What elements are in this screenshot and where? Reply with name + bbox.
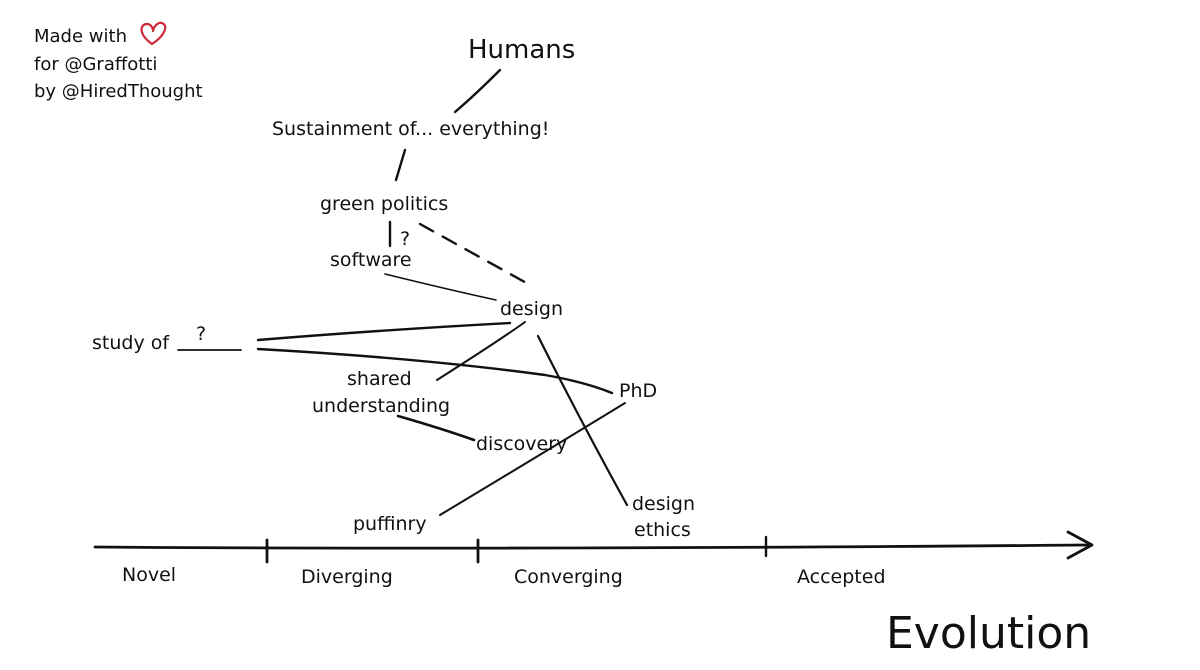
- axis-line: [93, 543, 1090, 550]
- node-study-of: study of: [92, 332, 170, 354]
- link-design-design-ethics: [536, 334, 629, 507]
- links: [256, 68, 629, 516]
- node-discovery: discovery: [476, 433, 567, 455]
- link-study-design: [256, 321, 512, 342]
- stage-converging: Converging: [514, 566, 623, 588]
- axis-arrowhead: [1066, 530, 1094, 560]
- node-design-ethics-line2: ethics: [634, 519, 691, 541]
- node-understanding: understanding: [312, 395, 450, 417]
- node-software: software: [330, 249, 412, 271]
- heart-icon: [140, 21, 167, 46]
- node-question-mark: ?: [400, 228, 410, 250]
- node-design-ethics-line1: design: [632, 493, 695, 515]
- node-sustainment: Sustainment of... everything!: [272, 118, 549, 140]
- link-shared-discovery: [396, 414, 476, 442]
- node-green-politics: green politics: [320, 193, 448, 215]
- stage-accepted: Accepted: [797, 566, 886, 588]
- credit-block: Made with for @Graffotti by @HiredThough…: [34, 21, 203, 102]
- nodes: Humans Sustainment of... everything! gre…: [92, 35, 695, 541]
- stage-diverging: Diverging: [301, 566, 393, 588]
- link-phd-puffinry: [439, 402, 626, 516]
- link-shared-design: [436, 321, 526, 381]
- node-design: design: [500, 298, 563, 320]
- evolution-axis: Novel Diverging Converging Accepted Evol…: [93, 530, 1094, 659]
- node-humans: Humans: [468, 35, 575, 65]
- node-shared: shared: [347, 368, 412, 390]
- credit-line-hiredthought: by @HiredThought: [34, 81, 203, 102]
- axis-label-evolution: Evolution: [886, 608, 1091, 659]
- stage-novel: Novel: [122, 564, 176, 586]
- node-phd: PhD: [619, 380, 657, 402]
- credit-line-made-with: Made with: [34, 26, 127, 47]
- node-study-of-question: ?: [196, 323, 206, 345]
- node-puffinry: puffinry: [353, 513, 427, 535]
- link-green-politics-design-dashed: [418, 222, 532, 287]
- link-sustainment-green-politics: [394, 148, 407, 182]
- link-humans-sustainment: [453, 68, 502, 114]
- link-study-phd: [256, 347, 614, 395]
- credit-line-graffotti: for @Graffotti: [34, 54, 157, 75]
- link-software-design: [384, 273, 497, 301]
